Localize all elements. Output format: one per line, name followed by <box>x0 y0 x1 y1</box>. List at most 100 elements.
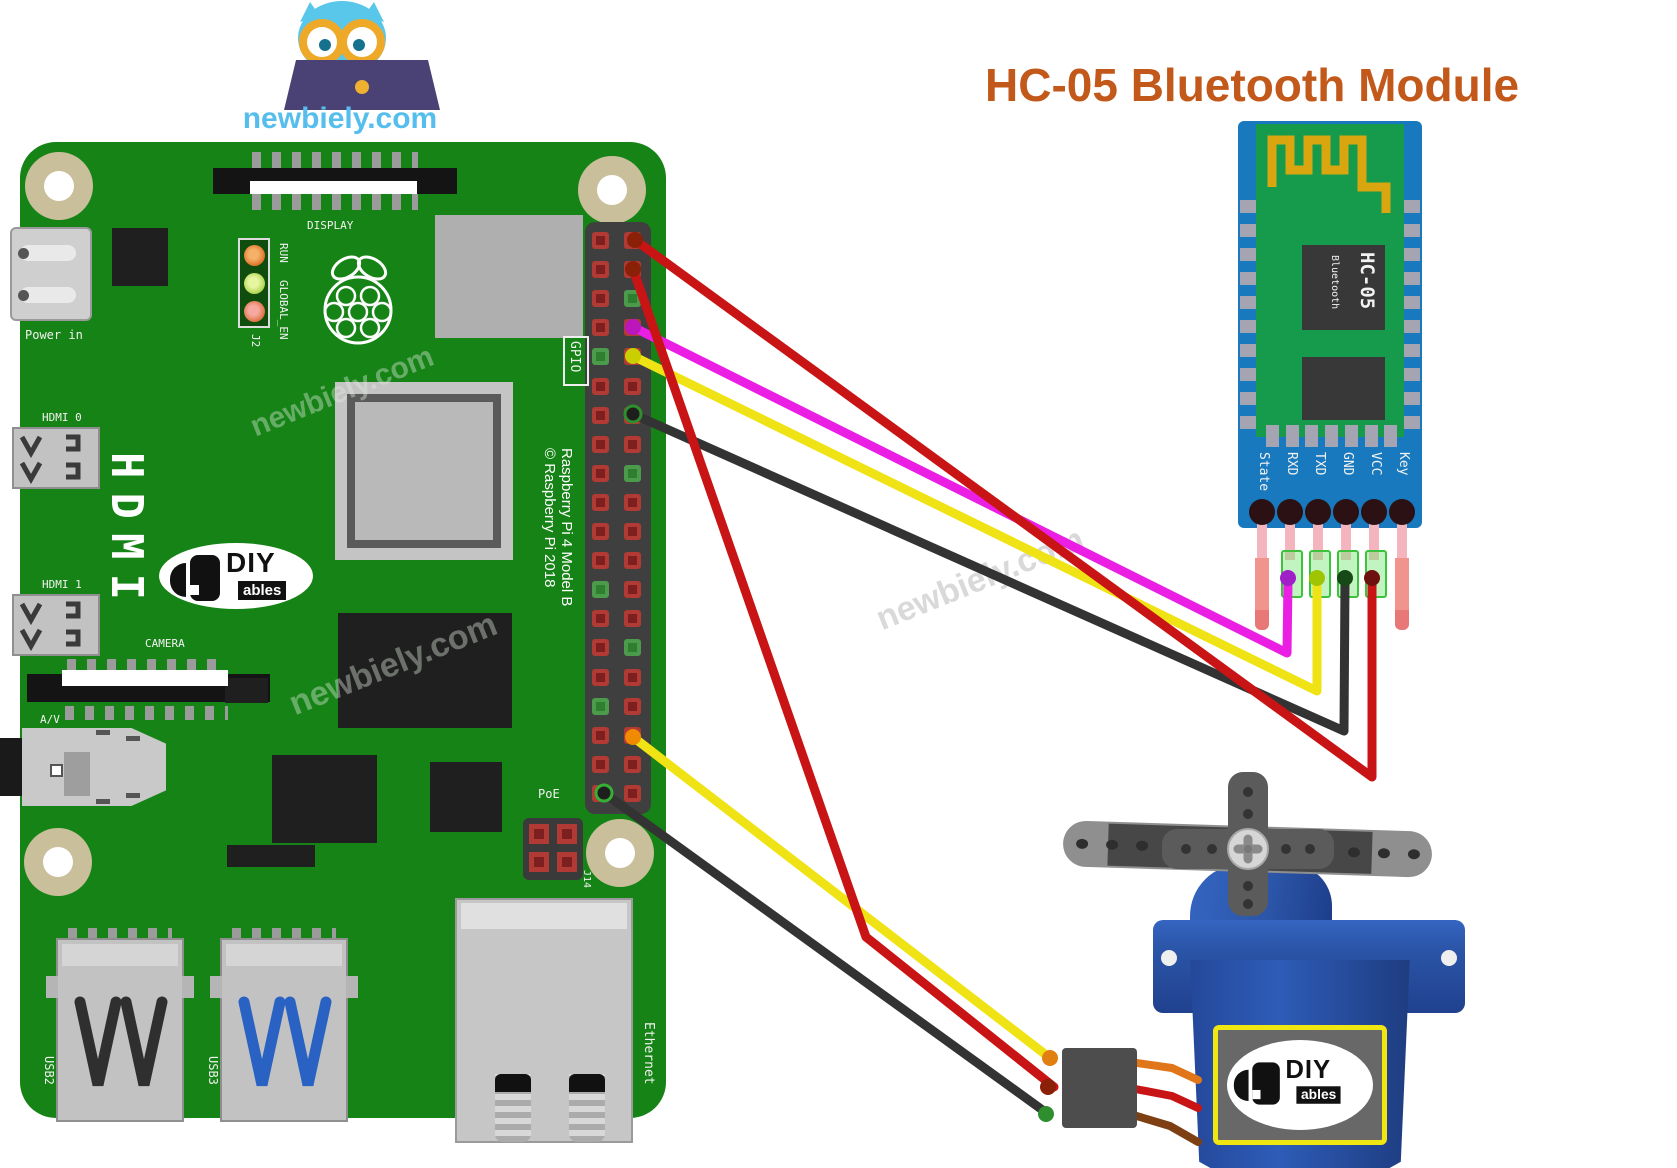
wire-connector-sleeve <box>1309 550 1331 598</box>
servo-connector-block <box>1062 1048 1137 1128</box>
gpio-label-box <box>563 336 589 386</box>
board-name: Raspberry Pi 4 Model B © Raspberry Pi 20… <box>541 448 575 607</box>
hc05-edge-pad <box>1240 296 1256 309</box>
gpio-pin <box>592 756 609 773</box>
hc05-bottom-pad <box>1344 425 1358 447</box>
wire-connector-sleeve <box>1365 550 1387 598</box>
gpio-pin <box>624 727 641 744</box>
j14-label: J14 <box>581 870 592 889</box>
power-in-port <box>10 227 92 321</box>
poe-label: PoE <box>538 787 560 801</box>
hc05-edge-pad <box>1404 416 1420 429</box>
wire-connector-sleeve <box>1281 550 1303 598</box>
gpio-pin <box>624 436 641 453</box>
newbiely-owl-logo-icon <box>284 1 440 110</box>
gpio-pin <box>592 727 609 744</box>
diyables-ables-text: ables <box>238 581 287 600</box>
hc05-pin-label-rxd: RXD <box>1284 452 1299 476</box>
wire-connection-dot <box>1042 1050 1058 1066</box>
newbiely-logo-text: newbiely.com <box>242 102 438 135</box>
gpio-pin <box>592 552 609 569</box>
hc05-chip-subtitle: Bluetooth <box>1329 255 1340 310</box>
hc05-pin-label-txd: TXD <box>1312 452 1327 476</box>
gpio-pin <box>624 756 641 773</box>
hc05-pin-head <box>1305 499 1331 525</box>
watermark: newbiely.com <box>870 520 1090 638</box>
wire-servo-gnd-black <box>599 788 1053 1119</box>
hc05-pin-head <box>1389 499 1415 525</box>
chip <box>225 678 268 703</box>
gpio-pin <box>592 785 609 802</box>
chip <box>338 613 512 728</box>
hc05-edge-pad <box>1240 416 1256 429</box>
gpio-label: GPIO <box>567 341 582 373</box>
hc05-antenna-icon <box>1267 135 1391 213</box>
wire-servo-lead-brown <box>1126 1110 1202 1146</box>
usb2-port <box>46 938 194 1122</box>
hc05-pin-head <box>1249 499 1275 525</box>
hc05-edge-pad <box>1240 200 1256 213</box>
diyables-glyph-icon <box>1252 1062 1280 1105</box>
hc05-chip2 <box>1302 357 1385 420</box>
hc05-edge-pad <box>1404 200 1420 213</box>
wire-servo-signal-yellow <box>628 732 1055 1063</box>
gpio-pin <box>624 639 641 656</box>
display-connector-pins <box>252 152 418 169</box>
gpio-pin <box>592 407 609 424</box>
gpio-pin <box>624 465 641 482</box>
mounting-hole <box>586 819 654 887</box>
servo-label-oval <box>1227 1040 1373 1130</box>
display-connector-latch <box>250 181 417 194</box>
gpio-pin <box>592 581 609 598</box>
display-label: DISPLAY <box>307 219 354 232</box>
global-en-led <box>244 273 265 294</box>
hc05-edge-pad <box>1240 320 1256 333</box>
diyables-logo: DIY ables <box>168 547 318 611</box>
wire-connector-sleeve <box>1337 550 1359 598</box>
gpio-pin <box>624 698 641 715</box>
hc05-pin-head <box>1277 499 1303 525</box>
gpio-pin <box>592 698 609 715</box>
gpio-pin <box>624 552 641 569</box>
wire-servo-lead-red <box>1126 1084 1202 1112</box>
chip <box>272 755 377 843</box>
j14-header <box>523 818 583 880</box>
j2-label: J2 <box>249 334 262 348</box>
hc05-edge-pad <box>1404 392 1420 405</box>
mounting-hole <box>578 156 646 224</box>
hc05-pin-label-state: State <box>1256 452 1271 492</box>
av-jack-barrel <box>0 738 24 796</box>
hc05-pin-label-vcc: VCC <box>1368 452 1383 476</box>
camera-label: CAMERA <box>145 637 185 650</box>
hc05-pin <box>1397 505 1407 560</box>
gpio-pin <box>592 523 609 540</box>
gpio-pin <box>624 348 641 365</box>
hdmi0-port <box>12 427 100 489</box>
hdmi0-label: HDMI 0 <box>42 411 82 424</box>
chip <box>430 762 502 832</box>
av-label: A/V <box>40 713 60 726</box>
soc-chip <box>335 382 513 560</box>
gpio-pin <box>624 785 641 802</box>
gpio-pin <box>592 319 609 336</box>
hc05-edge-pad <box>1240 368 1256 381</box>
hc05-chip-title: HC-05 <box>1356 252 1378 310</box>
chip <box>112 228 168 286</box>
hc05-edge-pad <box>1240 392 1256 405</box>
diyables-glyph-icon <box>170 563 186 597</box>
hc05-edge-pad <box>1240 272 1256 285</box>
hc05-edge-pad <box>1240 224 1256 237</box>
wire-servo-power-red <box>628 264 1059 1092</box>
hc05-bottom-pad <box>1325 425 1339 447</box>
gpio-pin <box>624 669 641 686</box>
gpio-pin <box>592 465 609 482</box>
diyables-glyph-icon <box>1233 1069 1249 1101</box>
pwr-led <box>244 301 265 322</box>
raspberry-pi-logo-icon <box>323 255 393 345</box>
gpio-pin <box>592 232 609 249</box>
ram-chip <box>435 215 583 338</box>
hc05-bottom-pad <box>1364 425 1378 447</box>
chip <box>227 845 315 867</box>
diyables-ables-text: ables <box>1296 1086 1341 1104</box>
gpio-pin <box>592 378 609 395</box>
